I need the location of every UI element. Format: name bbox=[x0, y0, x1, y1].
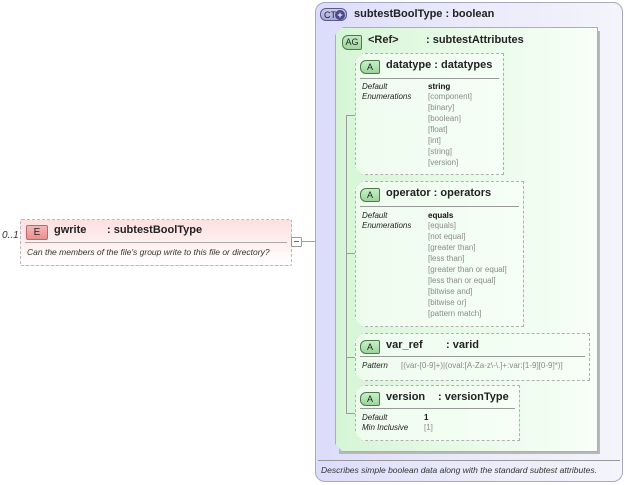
property-label: Pattern bbox=[362, 361, 388, 370]
property-value: 1 bbox=[424, 413, 429, 422]
element-documentation: Can the members of the file's group writ… bbox=[27, 247, 270, 257]
attribute-operator[interactable]: A operator : operators Default equals En… bbox=[355, 181, 524, 327]
attribute-name: var_ref bbox=[386, 339, 423, 351]
divider bbox=[360, 356, 585, 357]
attribute-badge-icon: A bbox=[360, 60, 380, 74]
property-label: Min Inclusive bbox=[362, 423, 409, 432]
divider bbox=[360, 78, 499, 79]
element-name: gwrite bbox=[54, 224, 87, 236]
property-value: [1] bbox=[424, 423, 433, 432]
enum-value: [greater than or equal] bbox=[428, 265, 507, 274]
enum-value: [bitwise or] bbox=[428, 298, 467, 307]
element-type: : subtestBoolType bbox=[107, 224, 203, 236]
attribute-name: datatype : datatypes bbox=[386, 59, 493, 71]
attribute-badge-icon: A bbox=[360, 188, 380, 202]
property-label: Enumerations bbox=[362, 92, 412, 101]
attribute-badge-icon: A bbox=[360, 340, 380, 354]
attribute-group-type: : subtestAttributes bbox=[426, 34, 524, 46]
enum-value: [version] bbox=[428, 158, 459, 167]
divider bbox=[25, 242, 287, 243]
property-label: Default bbox=[362, 211, 388, 220]
attribute-group-ref: <Ref> bbox=[368, 34, 399, 46]
attribute-badge-icon: A bbox=[360, 392, 380, 406]
property-value: equals bbox=[428, 211, 454, 220]
enum-value: [int] bbox=[428, 136, 441, 145]
pattern-value: [(var-[0-9]+)|(oval:[A-Za-z\-\.]+:var:[1… bbox=[401, 361, 563, 370]
enum-value: [not equal] bbox=[428, 232, 466, 241]
complex-type-badge-label: CT bbox=[324, 10, 336, 20]
tree-connector-branch bbox=[346, 115, 356, 116]
attribute-type: : varid bbox=[446, 339, 480, 351]
property-label: Default bbox=[362, 413, 388, 422]
attribute-version[interactable]: A version : versionType Default 1 Min In… bbox=[355, 385, 520, 441]
divider bbox=[360, 206, 519, 207]
attribute-var-ref[interactable]: A var_ref : varid Pattern [(var-[0-9]+)|… bbox=[355, 333, 590, 381]
attribute-name: operator : operators bbox=[386, 187, 492, 199]
attribute-type: : versionType bbox=[438, 391, 509, 403]
enum-value: [equals] bbox=[428, 221, 457, 230]
tree-connector-branch bbox=[346, 253, 356, 254]
plus-icon[interactable]: + bbox=[335, 10, 345, 20]
element-badge-icon: E bbox=[26, 225, 48, 240]
collapse-toggle-button[interactable] bbox=[291, 237, 302, 247]
enum-value: [string] bbox=[428, 147, 453, 156]
complex-type-badge: CT + bbox=[320, 8, 347, 21]
enum-value: [pattern match] bbox=[428, 309, 482, 318]
enum-value: [component] bbox=[428, 92, 473, 101]
enum-value: [bitwise and] bbox=[428, 287, 473, 296]
property-label: Default bbox=[362, 82, 388, 91]
enum-value: [greater than] bbox=[428, 243, 476, 252]
enum-value: [float] bbox=[428, 125, 448, 134]
element-gwrite[interactable]: E gwrite : subtestBoolType Can the membe… bbox=[20, 219, 292, 266]
divider bbox=[318, 460, 620, 461]
enum-value: [less than or equal] bbox=[428, 276, 496, 285]
occurrence-label: 0..1 bbox=[2, 230, 19, 241]
enum-value: [less than] bbox=[428, 254, 465, 263]
tree-connector-vertical bbox=[346, 115, 347, 414]
attribute-group-badge-icon: AG bbox=[342, 35, 362, 50]
property-label: Enumerations bbox=[362, 221, 412, 230]
enum-value: [boolean] bbox=[428, 114, 461, 123]
divider bbox=[360, 408, 515, 409]
complex-type-documentation: Describes simple boolean data along with… bbox=[321, 465, 597, 475]
tree-connector-branch bbox=[346, 357, 356, 358]
property-value: string bbox=[428, 82, 451, 91]
attribute-name: version bbox=[386, 391, 426, 403]
attribute-datatype[interactable]: A datatype : datatypes Default string En… bbox=[355, 53, 504, 175]
complex-type-title: subtestBoolType : boolean bbox=[354, 8, 495, 20]
enum-value: [binary] bbox=[428, 103, 455, 112]
tree-connector-branch bbox=[346, 413, 356, 414]
